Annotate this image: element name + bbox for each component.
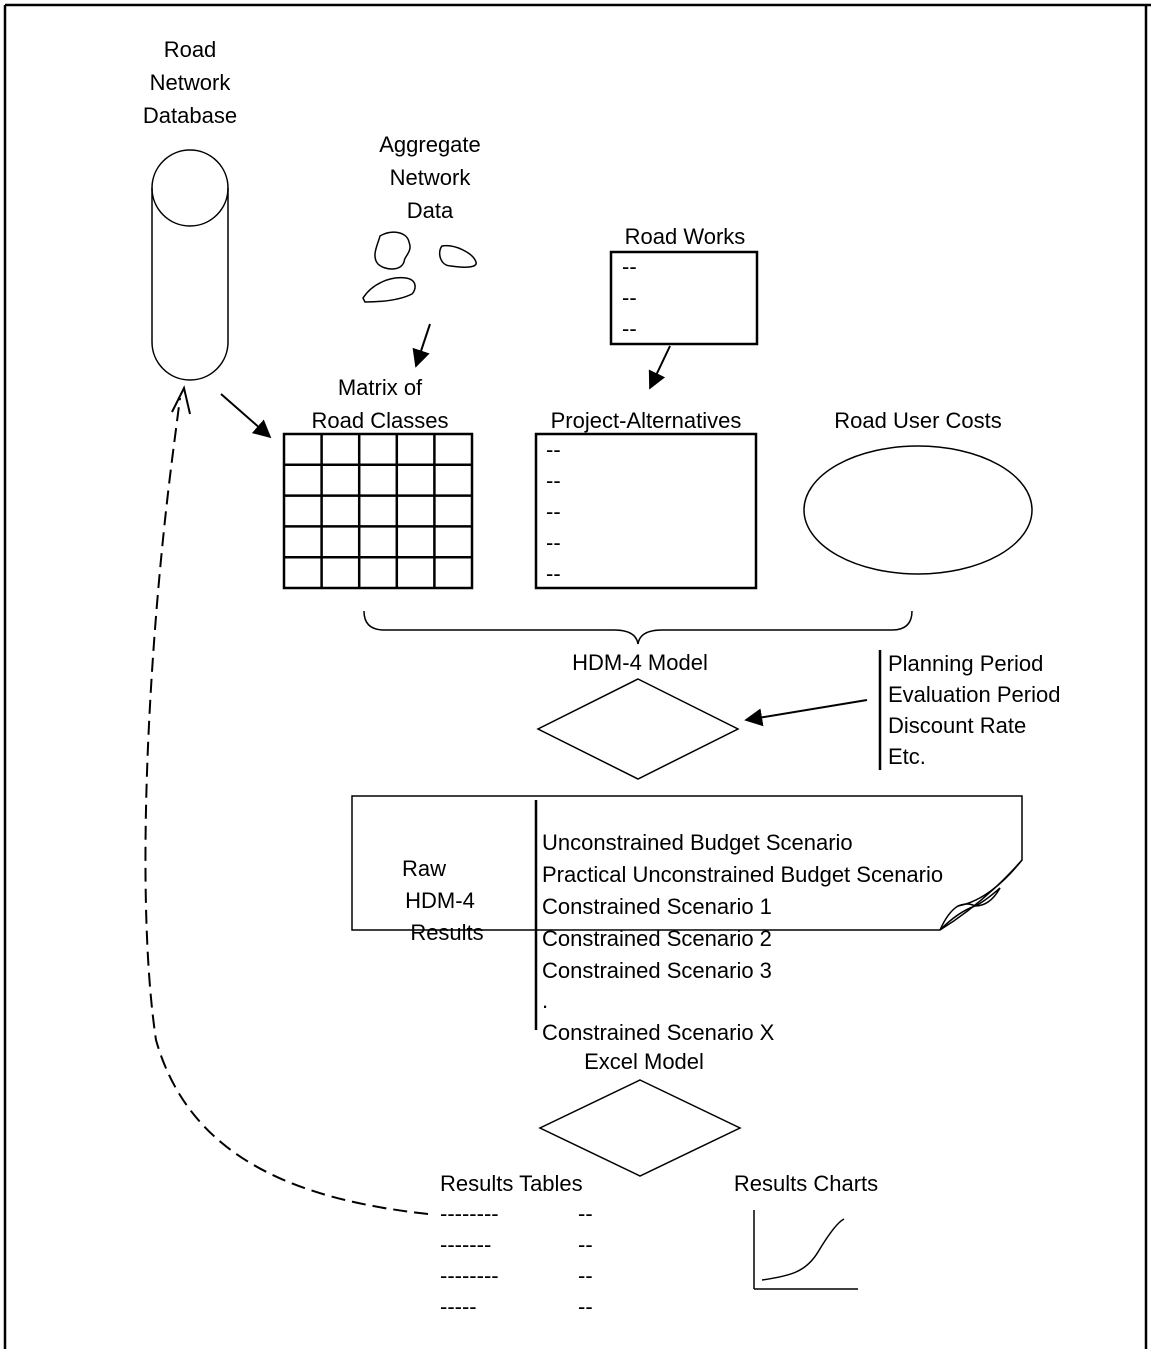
results-table-left-item: -------- xyxy=(440,1263,499,1288)
excel-model: Excel Model xyxy=(538,1049,742,1177)
aggregate-title-line-2: Network xyxy=(390,165,472,190)
arrow-parameters-to-model xyxy=(744,699,868,727)
parameter-item: Planning Period xyxy=(888,651,1043,676)
raw-results-label-line-2: HDM-4 xyxy=(405,888,475,913)
aggregate-title-line-1: Aggregate xyxy=(379,132,481,157)
road-works-item: -- xyxy=(622,316,637,341)
parameter-item: Evaluation Period xyxy=(888,682,1060,707)
raw-results-label-line-3: Results xyxy=(410,920,483,945)
results-table-right-item: -- xyxy=(578,1294,593,1319)
results-table-left-item: ----- xyxy=(440,1294,477,1319)
road-works-title: Road Works xyxy=(625,224,746,249)
feedback-loop-arrow xyxy=(144,397,429,1215)
parameter-item: Etc. xyxy=(888,744,926,769)
database-title-line-1: Road xyxy=(164,37,217,62)
results-charts: Results Charts xyxy=(734,1171,878,1290)
project-alternative-item: -- xyxy=(546,499,561,524)
database-cylinder-top xyxy=(151,149,229,227)
parameter-item: Discount Rate xyxy=(888,713,1026,738)
results-charts-title: Results Charts xyxy=(734,1171,878,1196)
scenario-item: Constrained Scenario 1 xyxy=(542,894,772,919)
results-tables: Results Tables -------- ------- --------… xyxy=(440,1171,593,1319)
scenario-item: Unconstrained Budget Scenario xyxy=(542,830,853,855)
hdm4-model-title: HDM-4 Model xyxy=(572,650,708,675)
data-blob-icon xyxy=(439,244,477,268)
road-works-box: Road Works -- -- -- xyxy=(609,224,759,390)
chart-icon xyxy=(753,1210,858,1290)
results-table-left-item: -------- xyxy=(440,1201,499,1226)
feedback-loop-arrowhead xyxy=(171,385,191,415)
hdm4-model-diamond xyxy=(536,678,740,780)
page-curl-icon xyxy=(939,887,1001,931)
parameter-list: Planning Period Evaluation Period Discou… xyxy=(878,650,1060,770)
scenario-item: Constrained Scenario X xyxy=(542,1020,775,1045)
excel-model-title: Excel Model xyxy=(584,1049,704,1074)
database-cylinder-icon xyxy=(151,188,229,381)
scenario-item: . xyxy=(542,988,548,1013)
results-tables-title: Results Tables xyxy=(440,1171,583,1196)
data-blob-icon xyxy=(362,276,416,303)
road-works-item: -- xyxy=(622,254,637,279)
road-works-item: -- xyxy=(622,285,637,310)
raw-results-document: Raw HDM-4 Results Unconstrained Budget S… xyxy=(351,795,1023,1045)
project-alternative-item: -- xyxy=(546,468,561,493)
database-title-line-3: Database xyxy=(143,103,237,128)
project-alternative-item: -- xyxy=(546,437,561,462)
project-alternative-item: -- xyxy=(546,561,561,586)
project-alternatives-title: Project-Alternatives xyxy=(551,408,742,433)
aggregate-title-line-3: Data xyxy=(407,198,454,223)
scenario-item: Practical Unconstrained Budget Scenario xyxy=(542,862,943,887)
excel-model-diamond xyxy=(538,1079,742,1177)
results-table-right-item: -- xyxy=(578,1201,593,1226)
page-border xyxy=(3,3,1151,1349)
scenario-item: Constrained Scenario 3 xyxy=(542,958,772,983)
road-user-costs: Road User Costs xyxy=(803,408,1033,575)
aggregate-network-data: Aggregate Network Data xyxy=(362,132,481,368)
arrow-database-to-matrix xyxy=(220,393,272,439)
matrix-of-road-classes: Matrix of Road Classes xyxy=(282,375,474,590)
results-table-left-item: ------- xyxy=(440,1232,491,1257)
matrix-grid xyxy=(282,432,474,590)
arrow-aggregate-to-matrix xyxy=(412,323,431,368)
road-user-costs-ellipse xyxy=(803,445,1033,575)
grouping-brace xyxy=(363,610,913,645)
database-title-line-2: Network xyxy=(150,70,232,95)
data-blob-icon xyxy=(374,231,411,270)
scenario-item: Constrained Scenario 2 xyxy=(542,926,772,951)
matrix-title-line-1: Matrix of xyxy=(338,375,423,400)
raw-results-label-line-1: Raw xyxy=(402,856,446,881)
project-alternatives-box: Project-Alternatives -- -- -- -- -- xyxy=(534,408,758,590)
road-user-costs-title: Road User Costs xyxy=(834,408,1002,433)
road-network-database: Road Network Database xyxy=(143,37,237,381)
arrow-roadworks-to-alternatives xyxy=(648,345,671,390)
hdm4-model: HDM-4 Model xyxy=(536,650,740,780)
results-table-right-item: -- xyxy=(578,1263,593,1288)
project-alternative-item: -- xyxy=(546,530,561,555)
matrix-title-line-2: Road Classes xyxy=(312,408,449,433)
results-table-right-item: -- xyxy=(578,1232,593,1257)
